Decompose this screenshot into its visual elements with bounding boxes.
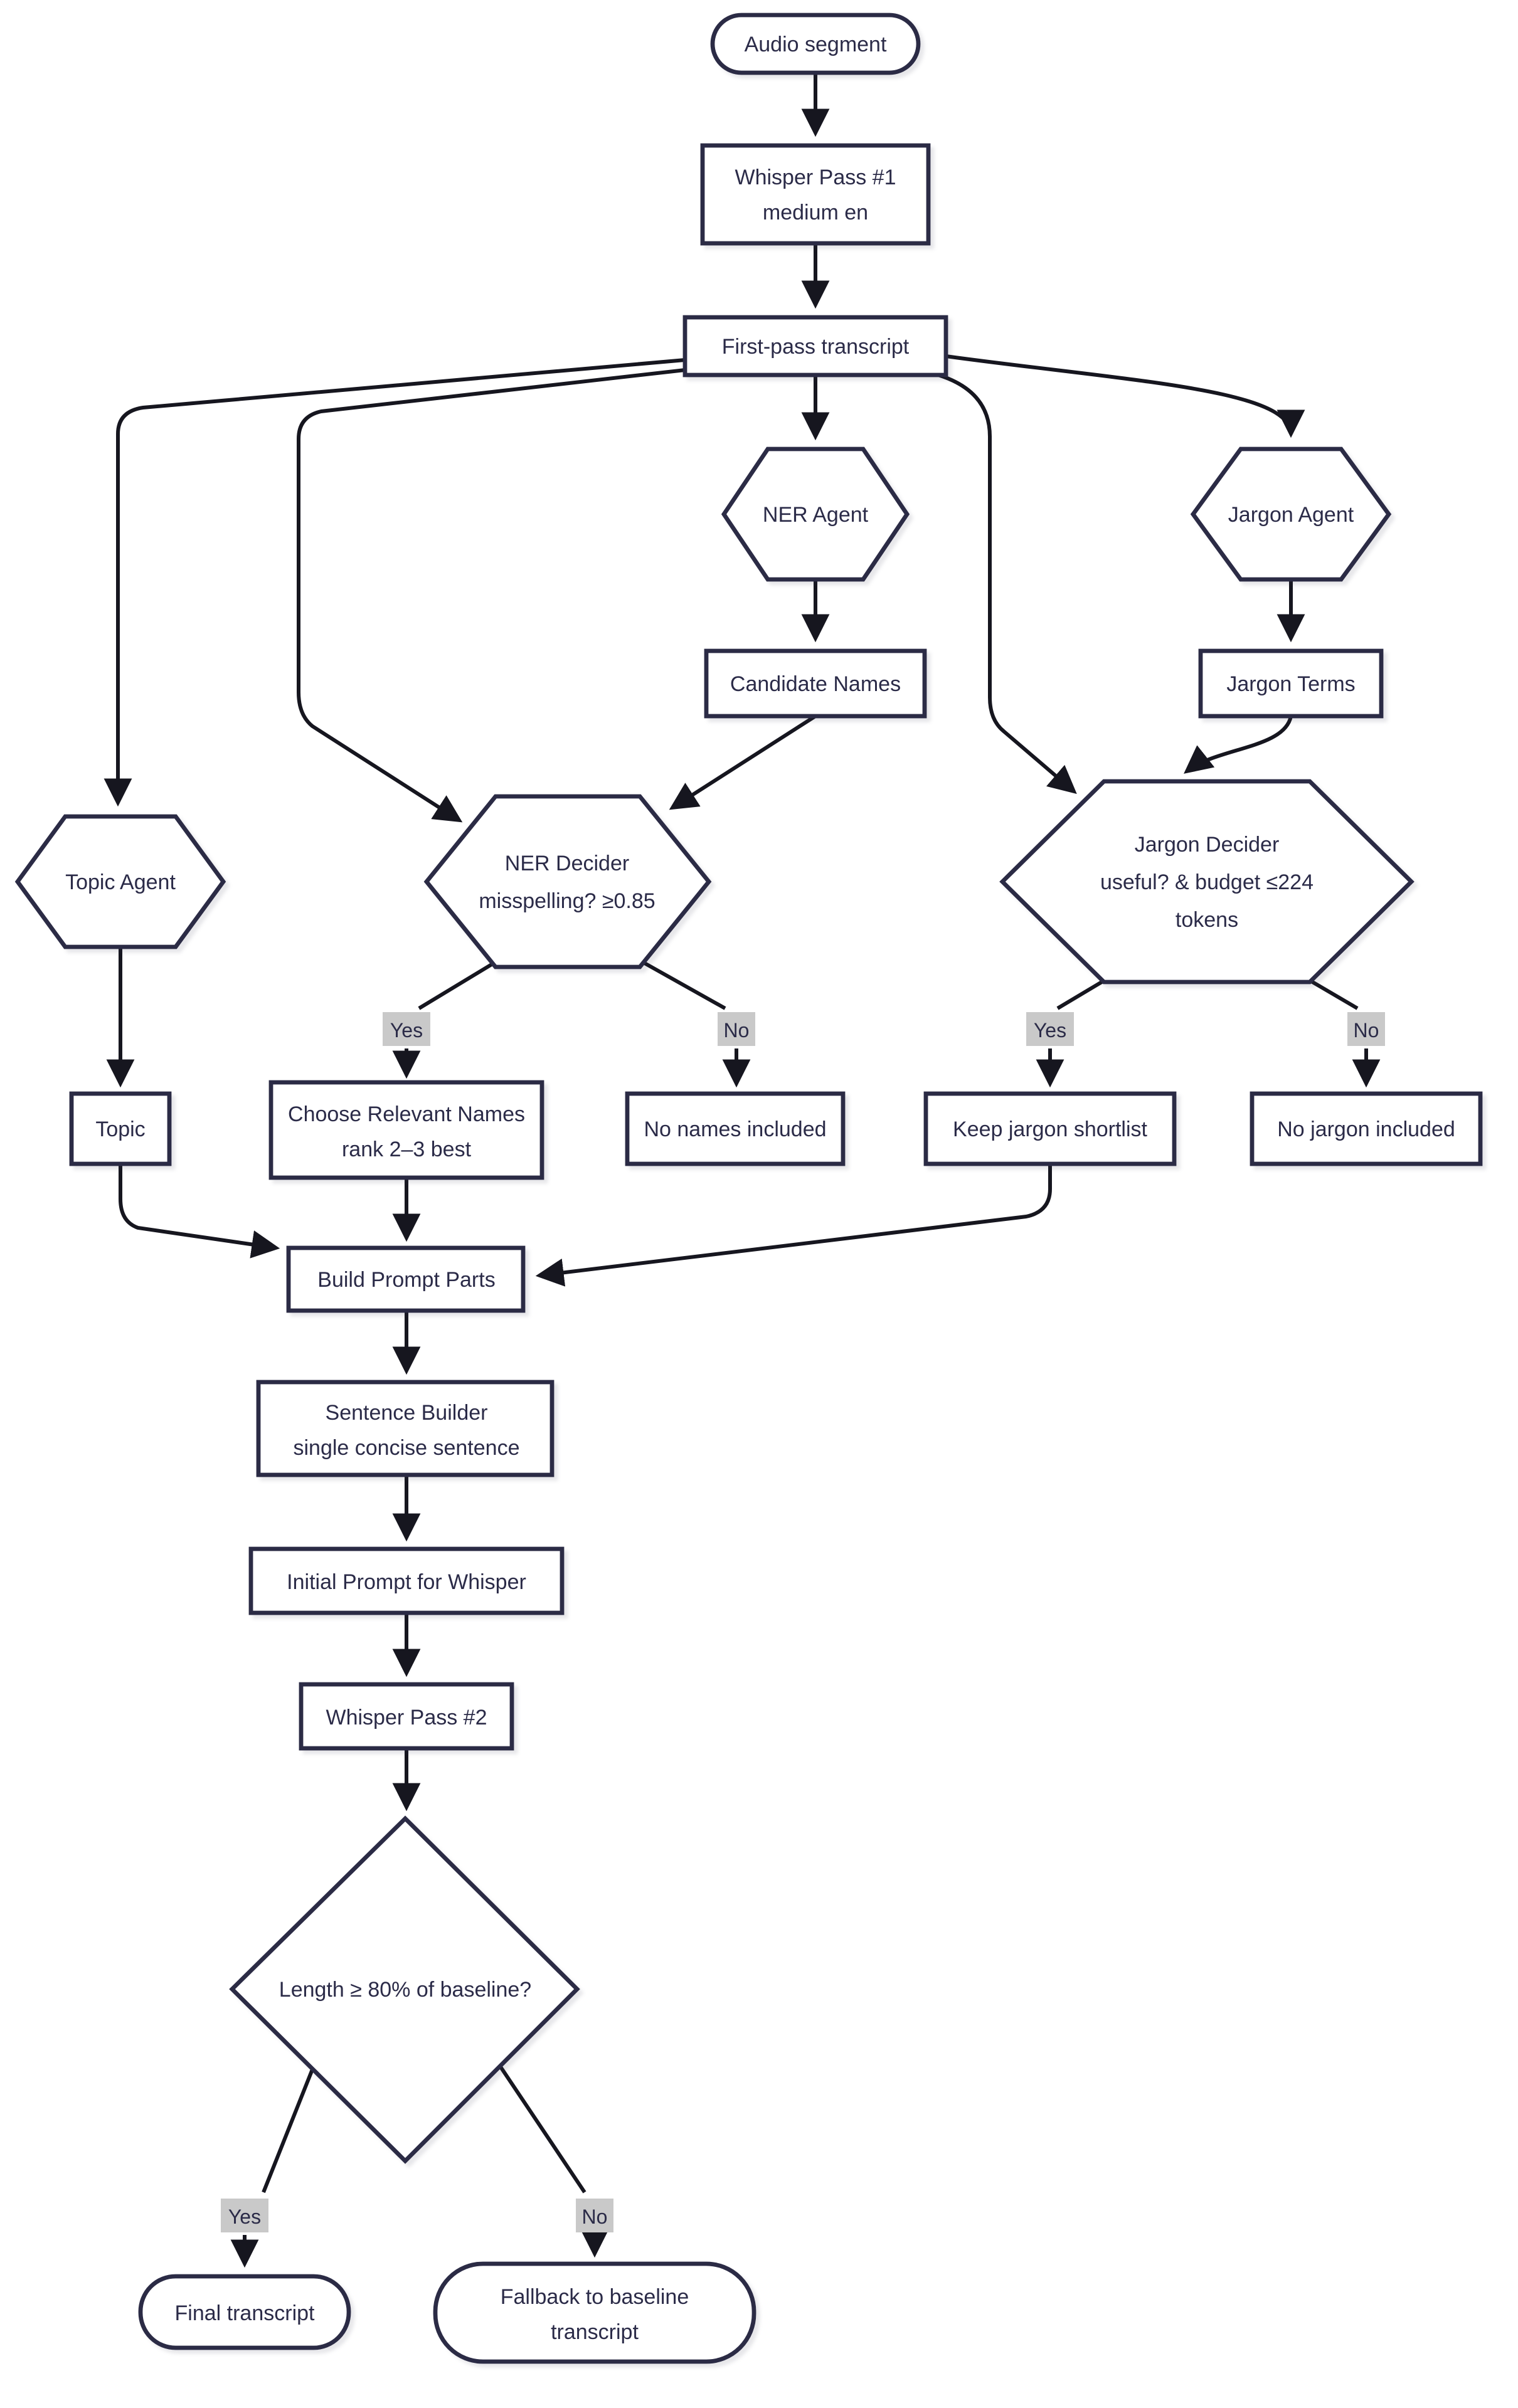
node-jargon-terms: Jargon Terms [1198,648,1384,719]
edge-topic-to-build [119,1164,280,1259]
node-ner-agent: NER Agent [721,446,910,582]
whisper-pass-2-label: Whisper Pass #2 [326,1706,487,1729]
jargon-agent-shape [1190,446,1392,582]
node-no-names-included: No names included [625,1091,846,1166]
node-candidate-names: Candidate Names [704,648,927,719]
final-transcript-shape [138,2274,351,2350]
edge-length-check-to-no-label [499,2066,586,2194]
jargon-yes-label-bg [1026,1012,1074,1046]
node-keep-jargon-shortlist: Keep jargon shortlist [923,1091,1177,1166]
edge-label-ner-no: No [718,1012,755,1046]
edge-label-ner-yes: Yes [383,1012,430,1046]
edge-label-length-no: No [576,2199,613,2232]
node-length-check: Length ≥ 80% of baseline? [229,1815,580,2164]
sentence-builder-shape [256,1380,555,1477]
no-names-included-label: No names included [644,1117,826,1141]
topic-shape [69,1091,172,1166]
whisper-pass-2-shape [299,1682,514,1751]
ner-no-label-bg [718,1012,755,1046]
edge-label-jargon-no: No [1347,1012,1385,1046]
node-first-pass-transcript: First-pass transcript [682,315,948,378]
ner-yes-label-bg [383,1012,430,1046]
jargon-yes-label: Yes [1034,1019,1066,1042]
no-names-included-shape [625,1091,846,1166]
edge-jargon-terms-to-jargon-decider [1184,716,1293,774]
initial-prompt-label: Initial Prompt for Whisper [287,1570,526,1594]
node-whisper-pass-2: Whisper Pass #2 [299,1682,514,1751]
length-check-shape [229,1815,580,2164]
ner-no-label: No [724,1019,750,1042]
no-jargon-included-shape [1250,1091,1483,1166]
node-build-prompt-parts: Build Prompt Parts [286,1245,526,1313]
jargon-agent-label: Jargon Agent [1228,503,1354,527]
edge-transcript-to-ner-decider [297,368,686,823]
edge-transcript-to-jargon-decider [938,373,1077,795]
build-prompt-parts-label: Build Prompt Parts [317,1268,495,1292]
length-no-label-bg [576,2199,613,2232]
jargon-decider-shape [999,779,1414,985]
length-check-label: Length ≥ 80% of baseline? [279,1978,531,2002]
build-prompt-parts-shape [286,1245,526,1313]
node-topic: Topic [69,1091,172,1166]
topic-agent-label: Topic Agent [65,870,176,894]
node-initial-prompt: Initial Prompt for Whisper [248,1546,565,1615]
initial-prompt-shape [248,1546,565,1615]
fallback-shape [433,2261,756,2364]
ner-agent-shape [721,446,910,582]
choose-relevant-names-shape [268,1080,544,1180]
candidate-names-shape [704,648,927,719]
jargon-no-label-bg [1347,1012,1385,1046]
jargon-terms-label: Jargon Terms [1226,672,1355,696]
ner-yes-label: Yes [390,1019,423,1042]
candidate-names-label: Candidate Names [730,672,901,696]
length-yes-label-bg [221,2199,268,2232]
audio-segment-shape [710,13,921,75]
ner-agent-label: NER Agent [763,503,869,527]
ner-decider-shape [423,794,712,969]
edge-candidate-names-to-ner-decider [669,714,817,810]
node-final-transcript: Final transcript [138,2274,351,2350]
length-yes-label: Yes [228,2205,261,2228]
edge-label-length-yes: Yes [221,2199,268,2232]
jargon-terms-shape [1198,648,1384,719]
whisper-pass-1-shape [700,143,931,246]
no-jargon-included-label: No jargon included [1277,1117,1455,1141]
keep-jargon-shortlist-shape [923,1091,1177,1166]
edge-length-check-to-yes-label [262,2068,314,2194]
node-audio-segment: Audio segment [710,13,921,75]
topic-agent-shape [14,814,226,949]
edge-keep-jargon-to-build [535,1164,1052,1287]
edge-transcript-to-jargon-agent [945,354,1305,438]
edge-transcript-to-topic-agent [104,358,686,807]
edge-label-jargon-yes: Yes [1026,1012,1074,1046]
length-no-label: No [582,2205,608,2228]
jargon-no-label: No [1354,1019,1379,1042]
node-topic-agent: Topic Agent [14,814,226,949]
audio-segment-label: Audio segment [745,33,887,56]
node-no-jargon-included: No jargon included [1250,1091,1483,1166]
keep-jargon-shortlist-label: Keep jargon shortlist [953,1117,1148,1141]
topic-label: Topic [95,1117,145,1141]
node-jargon-agent: Jargon Agent [1190,446,1392,582]
first-pass-transcript-shape [682,315,948,378]
first-pass-transcript-label: First-pass transcript [722,335,910,359]
final-transcript-label: Final transcript [175,2301,316,2325]
